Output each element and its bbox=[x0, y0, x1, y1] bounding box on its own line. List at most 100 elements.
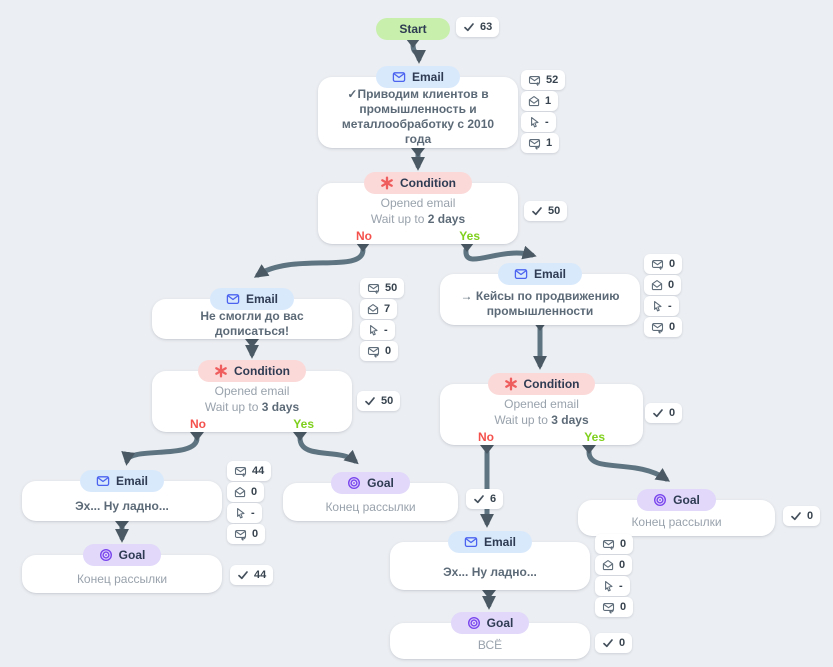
condition-count-badge[interactable]: 50 bbox=[357, 391, 401, 411]
clicked-count-badge[interactable]: - bbox=[521, 112, 556, 132]
replied-count-badge[interactable]: 0 bbox=[595, 597, 634, 617]
clicked-count-badge[interactable]: - bbox=[595, 576, 630, 596]
replied-count-badge[interactable]: 0 bbox=[227, 524, 266, 544]
start-label: Start bbox=[399, 22, 427, 36]
sent-count-badge[interactable]: 44 bbox=[227, 461, 272, 481]
branch-no-label[interactable]: No bbox=[190, 417, 206, 431]
condition-line: Opened email bbox=[504, 397, 579, 411]
email-reply-icon bbox=[651, 321, 664, 334]
pill-label: Goal bbox=[367, 476, 394, 490]
email-sent-icon bbox=[234, 465, 247, 478]
check-icon bbox=[602, 637, 614, 649]
email-title: Эх... Ну ладно... bbox=[443, 564, 537, 579]
email-sent-icon bbox=[528, 74, 541, 87]
condition-count-badge[interactable]: 0 bbox=[645, 403, 683, 423]
email-title: Не смогли до вас дописаться! bbox=[200, 309, 304, 338]
envelope-icon bbox=[226, 292, 240, 306]
email-reply-icon bbox=[602, 601, 615, 614]
sent-count-badge[interactable]: 50 bbox=[360, 278, 405, 298]
badge-value: 0 bbox=[620, 538, 627, 550]
start-node[interactable]: Start bbox=[376, 18, 450, 40]
pill-label: Condition bbox=[523, 377, 580, 391]
click-icon bbox=[651, 300, 663, 312]
condition-count-badge[interactable]: 50 bbox=[524, 201, 568, 221]
goal-pill[interactable]: Goal bbox=[331, 472, 410, 494]
sent-count-badge[interactable]: 0 bbox=[644, 254, 683, 274]
email-sent-icon bbox=[651, 258, 664, 271]
goal-count-badge[interactable]: 0 bbox=[783, 506, 821, 526]
badge-value: 0 bbox=[807, 510, 814, 522]
email-pill[interactable]: Email bbox=[79, 470, 164, 492]
goal-count-badge[interactable]: 0 bbox=[595, 633, 633, 653]
opened-count-badge[interactable]: 7 bbox=[360, 299, 398, 319]
branch-yes-label[interactable]: Yes bbox=[459, 229, 480, 243]
opened-count-badge[interactable]: 0 bbox=[595, 555, 633, 575]
email-reply-icon bbox=[234, 528, 247, 541]
click-icon bbox=[367, 324, 379, 336]
pill-label: Email bbox=[115, 474, 148, 488]
sent-count-badge[interactable]: 0 bbox=[595, 534, 634, 554]
goal-title: Конец рассылки bbox=[631, 515, 722, 529]
goal-node-4[interactable]: Goal ВСЁ bbox=[390, 612, 590, 659]
email-reply-icon bbox=[367, 345, 380, 358]
badge-value: - bbox=[384, 324, 388, 336]
condition-pill[interactable]: Condition bbox=[487, 373, 596, 395]
clicked-count-badge[interactable]: - bbox=[360, 320, 395, 340]
start-processed-badge[interactable]: 63 bbox=[456, 17, 500, 37]
email-node-2[interactable]: Email Не смогли до вас дописаться! bbox=[152, 288, 352, 339]
email-pill[interactable]: Email bbox=[375, 66, 460, 88]
goal-pill[interactable]: Goal bbox=[450, 612, 530, 634]
email-node-1[interactable]: Email ✓Приводим клиентов в промышленност… bbox=[318, 66, 518, 148]
envelope-icon bbox=[514, 267, 528, 281]
email-card[interactable]: Не смогли до вас дописаться! bbox=[152, 299, 352, 339]
email-sent-icon bbox=[367, 282, 380, 295]
condition-line: Opened email bbox=[380, 196, 456, 210]
badge-value: 50 bbox=[385, 282, 398, 294]
goal-title: Конец рассылки bbox=[76, 571, 168, 586]
pill-label: Email bbox=[533, 267, 566, 281]
pill-label: Email bbox=[411, 70, 444, 84]
target-icon bbox=[467, 616, 481, 630]
opened-count-badge[interactable]: 0 bbox=[227, 482, 265, 502]
condition-pill[interactable]: Condition bbox=[198, 360, 306, 382]
pill-label: Condition bbox=[234, 364, 290, 378]
email-pill[interactable]: Email bbox=[209, 288, 294, 310]
branch-count-badge[interactable]: 6 bbox=[466, 489, 504, 509]
branch-yes-label[interactable]: Yes bbox=[293, 417, 314, 431]
goal-node-3[interactable]: Goal Конец рассылки bbox=[578, 489, 775, 536]
replied-count-badge[interactable]: 1 bbox=[521, 133, 560, 153]
condition-pill[interactable]: Condition bbox=[364, 172, 472, 194]
opened-count-badge[interactable]: 0 bbox=[644, 275, 682, 295]
condition-node-3[interactable]: Condition Opened email Wait up to 3 days… bbox=[440, 373, 643, 445]
email-node-3[interactable]: Email Эх... Ну ладно... bbox=[22, 470, 222, 521]
condition-line: Opened email bbox=[214, 384, 290, 398]
opened-count-badge[interactable]: 1 bbox=[521, 91, 559, 111]
branch-no-label[interactable]: No bbox=[356, 229, 372, 243]
badge-value: - bbox=[668, 300, 672, 312]
condition-node-2[interactable]: Condition Opened email Wait up to 3 days… bbox=[152, 360, 352, 432]
goal-pill[interactable]: Goal bbox=[82, 544, 162, 566]
asterisk-icon bbox=[214, 364, 228, 378]
email-pill[interactable]: Email bbox=[497, 263, 582, 285]
email-node-4[interactable]: Email → Кейсы по продвижению промышленно… bbox=[440, 263, 640, 325]
branch-no-label[interactable]: No bbox=[478, 430, 494, 444]
condition-node-1[interactable]: Condition Opened email Wait up to 2 days… bbox=[318, 172, 518, 244]
pill-label: Email bbox=[245, 292, 278, 306]
check-icon bbox=[364, 395, 376, 407]
clicked-count-badge[interactable]: - bbox=[227, 503, 262, 523]
branch-yes-label[interactable]: Yes bbox=[584, 430, 605, 444]
replied-count-badge[interactable]: 0 bbox=[360, 341, 399, 361]
goal-node-2[interactable]: Goal Конец рассылки bbox=[283, 472, 458, 521]
sent-count-badge[interactable]: 52 bbox=[521, 70, 566, 90]
goal-pill[interactable]: Goal bbox=[637, 489, 716, 511]
email-node-5[interactable]: Email Эх... Ну ладно... bbox=[390, 531, 590, 590]
email-opened-icon bbox=[651, 279, 663, 291]
goal-node-1[interactable]: Goal Конец рассылки bbox=[22, 544, 222, 593]
email-opened-icon bbox=[234, 486, 246, 498]
clicked-count-badge[interactable]: - bbox=[644, 296, 679, 316]
goal-count-badge[interactable]: 44 bbox=[230, 565, 274, 585]
email-pill[interactable]: Email bbox=[447, 531, 532, 553]
replied-count-badge[interactable]: 0 bbox=[644, 317, 683, 337]
email-card[interactable]: ✓Приводим клиентов в промышленность и ме… bbox=[318, 77, 518, 148]
